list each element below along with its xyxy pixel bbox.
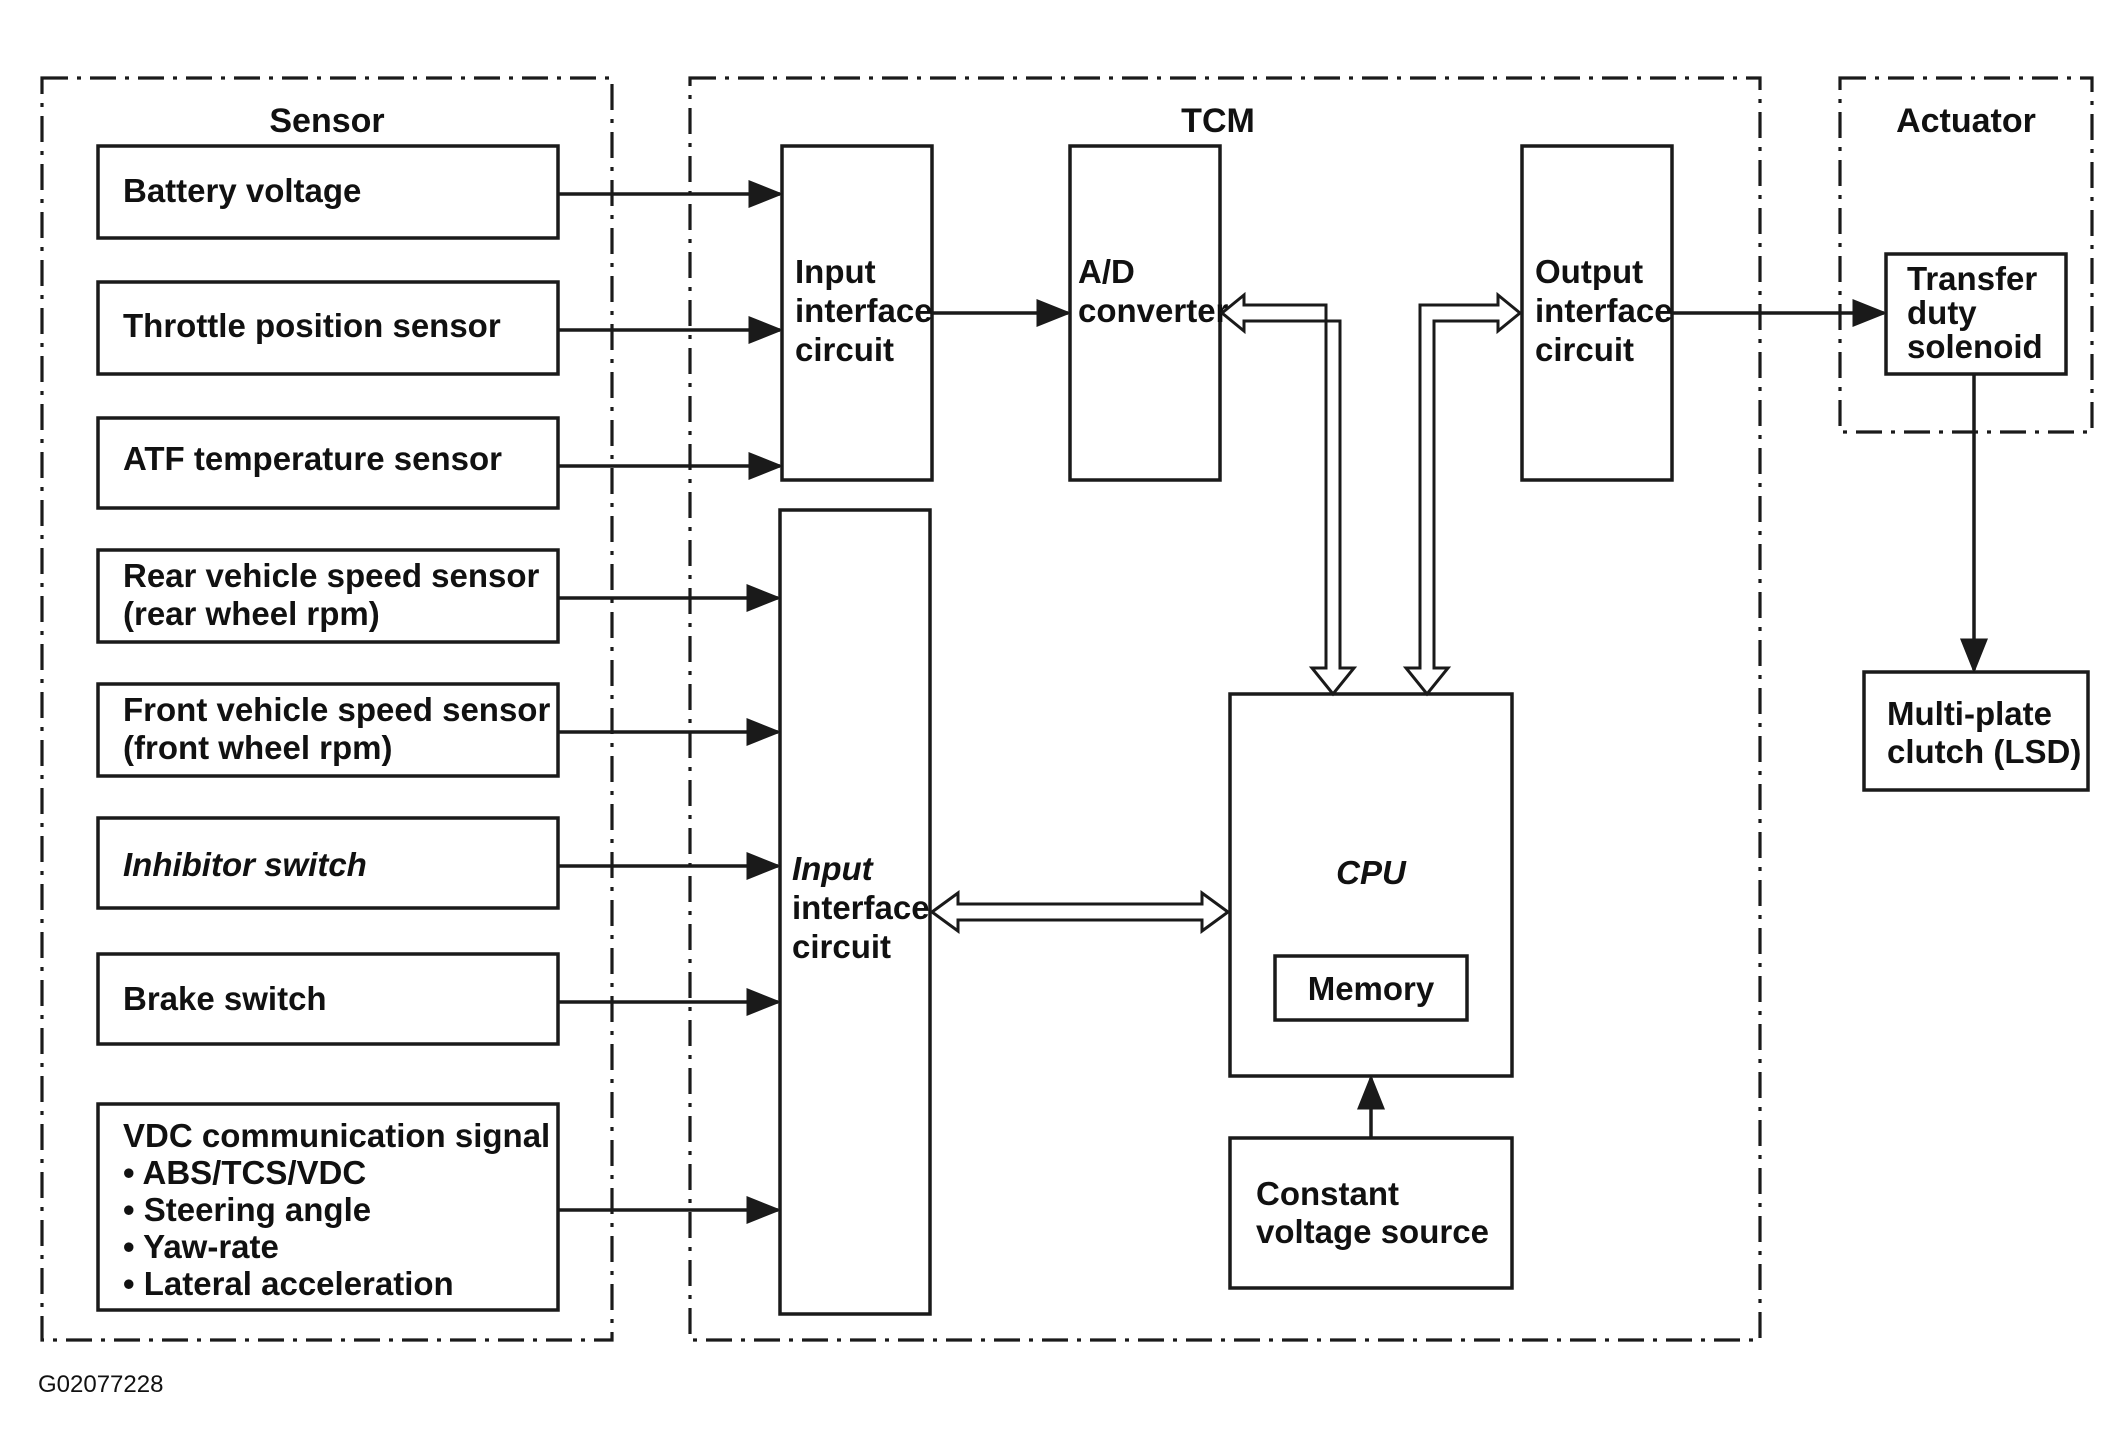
svg-text:duty: duty xyxy=(1907,294,1977,331)
svg-text:clutch (LSD): clutch (LSD) xyxy=(1887,733,2081,770)
svg-text:Memory: Memory xyxy=(1308,970,1435,1007)
figure-code: G02077228 xyxy=(38,1371,163,1398)
svg-text:circuit: circuit xyxy=(1535,331,1634,368)
svg-text:• Yaw-rate: • Yaw-rate xyxy=(123,1228,279,1265)
bus-arrow-input-cpu xyxy=(929,890,1231,934)
bus-arrow-output-cpu xyxy=(1402,291,1523,697)
tcm-group-frame xyxy=(688,76,1762,1342)
svg-text:circuit: circuit xyxy=(792,928,891,965)
svg-text:ATF temperature sensor: ATF temperature sensor xyxy=(123,440,502,477)
svg-text:Front vehicle speed sensor: Front vehicle speed sensor xyxy=(123,691,550,728)
sensor-brake-switch: Brake switch xyxy=(96,952,560,1046)
svg-text:Throttle position sensor: Throttle position sensor xyxy=(123,307,501,344)
bus-arrow-ad-cpu xyxy=(1219,291,1358,697)
output-interface-circuit: Output interface circuit xyxy=(1520,144,1674,482)
svg-text:voltage source: voltage source xyxy=(1256,1213,1489,1250)
sensor-inhibitor-switch: Inhibitor switch xyxy=(96,816,560,910)
svg-text:Brake switch: Brake switch xyxy=(123,980,327,1017)
sensor-atf-temperature: ATF temperature sensor xyxy=(96,416,560,510)
constant-voltage-source: Constant voltage source xyxy=(1228,1136,1514,1290)
svg-text:• Lateral acceleration: • Lateral acceleration xyxy=(123,1265,454,1302)
svg-text:CPU: CPU xyxy=(1336,854,1407,891)
transfer-duty-solenoid: Transfer duty solenoid xyxy=(1884,252,2068,376)
svg-text:circuit: circuit xyxy=(795,331,894,368)
svg-text:• Steering angle: • Steering angle xyxy=(123,1191,371,1228)
sensor-group-frame xyxy=(40,76,614,1342)
sensor-vdc-signal: VDC communication signal • ABS/TCS/VDC •… xyxy=(96,1102,560,1312)
svg-text:(front wheel rpm): (front wheel rpm) xyxy=(123,729,393,766)
tcm-group-title: TCM xyxy=(1181,102,1255,140)
input-interface-circuit-top: Input interface circuit xyxy=(780,144,934,482)
signal-arrows xyxy=(558,180,1988,1224)
svg-text:interface: interface xyxy=(792,889,930,926)
sensor-rear-speed: Rear vehicle speed sensor (rear wheel rp… xyxy=(96,548,560,644)
actuator-group-title: Actuator xyxy=(1896,102,2036,140)
sensor-battery-voltage: Battery voltage xyxy=(96,144,560,240)
svg-text:A/D: A/D xyxy=(1078,253,1135,290)
svg-text:Transfer: Transfer xyxy=(1907,260,2037,297)
svg-text:VDC communication signal: VDC communication signal xyxy=(123,1117,550,1154)
actuator-group-frame xyxy=(1838,76,2094,434)
svg-text:solenoid: solenoid xyxy=(1907,328,2043,365)
svg-text:Input: Input xyxy=(792,850,875,887)
svg-text:Constant: Constant xyxy=(1256,1175,1399,1212)
svg-text:Rear vehicle speed sensor: Rear vehicle speed sensor xyxy=(123,557,540,594)
sensor-throttle-position: Throttle position sensor xyxy=(96,280,560,376)
svg-text:Battery voltage: Battery voltage xyxy=(123,172,361,209)
input-interface-circuit-bottom: Input interface circuit xyxy=(778,508,932,1316)
svg-text:converter: converter xyxy=(1078,292,1229,329)
svg-text:interface: interface xyxy=(1535,292,1673,329)
svg-text:• ABS/TCS/VDC: • ABS/TCS/VDC xyxy=(123,1154,366,1191)
svg-text:Inhibitor switch: Inhibitor switch xyxy=(123,846,367,883)
ad-converter: A/D converter xyxy=(1068,144,1229,482)
memory: Memory xyxy=(1273,954,1469,1022)
svg-text:Input: Input xyxy=(795,253,876,290)
multi-plate-clutch: Multi-plate clutch (LSD) xyxy=(1862,670,2090,792)
sensor-group-title: Sensor xyxy=(269,102,384,140)
sensor-front-speed: Front vehicle speed sensor (front wheel … xyxy=(96,682,560,778)
svg-text:Output: Output xyxy=(1535,253,1643,290)
svg-text:Multi-plate: Multi-plate xyxy=(1887,695,2052,732)
svg-text:interface: interface xyxy=(795,292,933,329)
svg-text:(rear wheel rpm): (rear wheel rpm) xyxy=(123,595,380,632)
